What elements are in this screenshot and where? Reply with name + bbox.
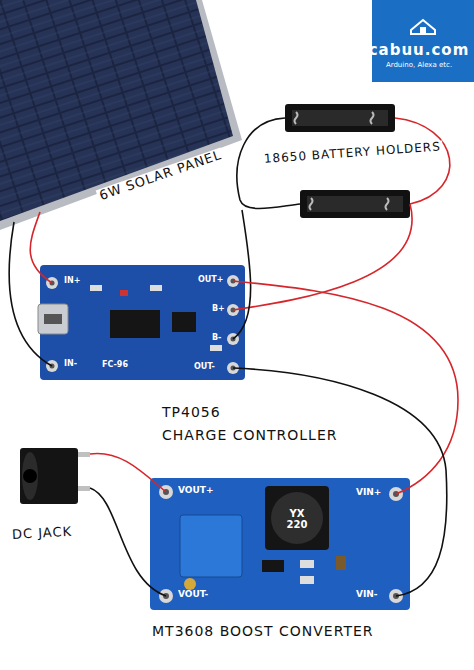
solar-panel	[0, 0, 242, 230]
logo-tagline: Arduino, Alexa etc.	[368, 62, 470, 70]
pin-label: B+	[210, 305, 227, 314]
pin-label: OUT-	[192, 363, 217, 372]
inductor-marking: YX 220	[282, 508, 312, 530]
pin-label: B-	[210, 334, 223, 343]
pin-label: IN-	[62, 360, 79, 369]
tp4056-board	[38, 265, 245, 380]
pin-label: VOUT-	[176, 590, 210, 600]
dc-jack	[20, 448, 90, 504]
pin-label: VIN-	[354, 590, 380, 600]
part-label: DC JACK	[10, 525, 75, 543]
part-label: MT3608 BOOST CONVERTER	[150, 624, 376, 639]
pin-label: IN+	[62, 277, 82, 286]
mt3608-board	[150, 478, 410, 610]
pin-label: VOUT+	[176, 486, 215, 496]
pin-label: VIN+	[354, 488, 383, 498]
part-label: TP4056	[160, 405, 223, 420]
pin-label: OUT+	[196, 276, 225, 285]
part-label: CHARGE CONTROLLER	[160, 428, 340, 443]
part-label: 18650 BATTERY HOLDERS	[262, 140, 444, 166]
logo-box	[372, 0, 474, 82]
logo-text: cabuu.com	[368, 42, 470, 59]
wires	[9, 118, 458, 596]
board-marking: FC-96	[100, 361, 130, 370]
